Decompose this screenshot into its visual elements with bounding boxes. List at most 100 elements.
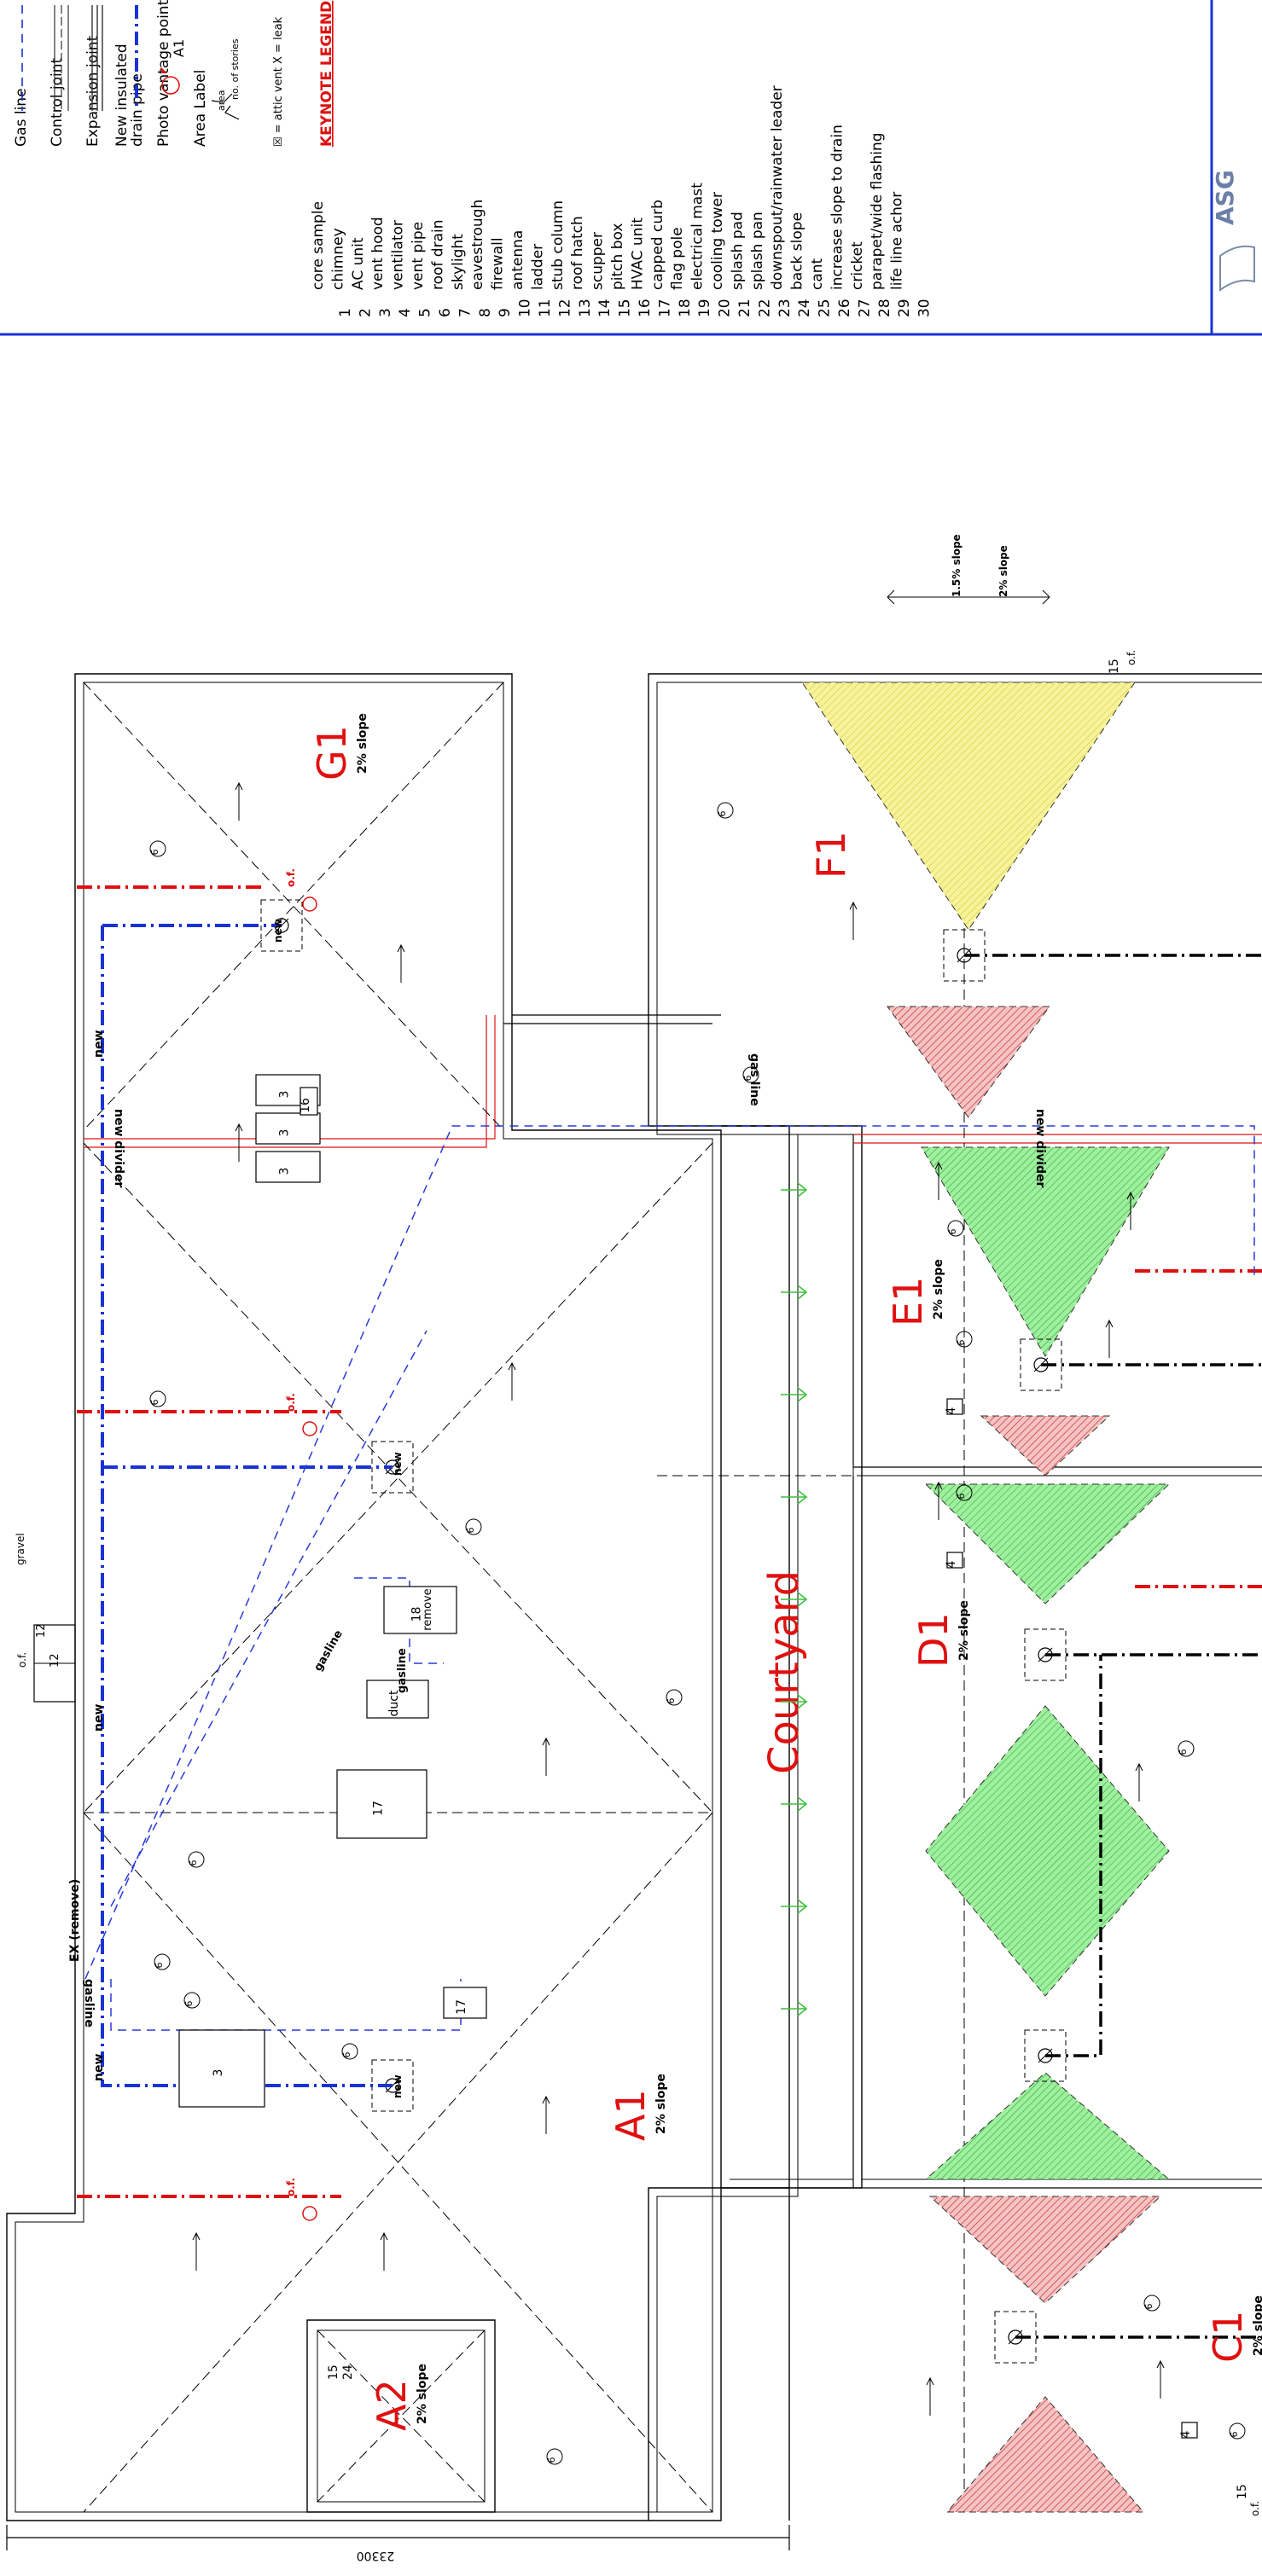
keynote-number-28: 28	[876, 299, 893, 317]
of-new-label-2: o.f.	[285, 2178, 297, 2196]
ladder-12a: 12	[49, 1653, 61, 1668]
keynote-item-25: back slope	[789, 212, 806, 290]
courtyard-slope-arrow	[781, 1285, 808, 1300]
new-divider-label: new divider	[112, 1109, 125, 1188]
of-new-label-1: o.f.	[285, 1393, 297, 1412]
f1-red-triangle	[887, 1006, 1050, 1118]
slope-arrowhead	[1135, 1762, 1143, 1772]
slope-note-arrow	[887, 589, 1050, 605]
new-divider-a	[84, 1015, 496, 1140]
main-drain-pipe	[101, 925, 393, 2087]
legend-drain-line2: drain pipe	[129, 73, 146, 147]
slope-arrowhead	[542, 2095, 550, 2104]
hvac-3a-label: 3	[278, 1091, 292, 1099]
hvac-17b	[443, 1987, 487, 2019]
c1-red-top	[928, 2196, 1162, 2304]
new-divider-label-right: new divider	[1033, 1109, 1047, 1188]
keynote-number-26: 26	[836, 299, 853, 317]
keynote-number-14: 14	[596, 299, 614, 317]
legend-area-example-sub1: area	[216, 90, 227, 111]
slope-arrowhead	[235, 781, 243, 791]
keynote-number-23: 23	[776, 299, 794, 317]
keynote-item-18: capped curb	[649, 200, 666, 290]
keynote-number-20: 20	[717, 299, 734, 317]
keynote-number-1: 1	[337, 308, 354, 317]
hvac-3c	[255, 1151, 321, 1183]
g1-box	[260, 899, 303, 952]
slope-arrowhead	[380, 2231, 388, 2241]
legend-drain-line1: New insulated	[113, 44, 131, 147]
vent-pipe-icon	[666, 1689, 683, 1706]
slope-arrowhead	[1126, 1191, 1135, 1200]
e1-green-triangle	[921, 1146, 1170, 1357]
vent-hood-4b-label: 4	[945, 1407, 958, 1414]
vent-pipe-icon	[546, 2448, 563, 2465]
new-label-drain: new	[272, 919, 284, 943]
vent-pipe-number: 6	[1229, 2432, 1240, 2438]
gasline-label-c: gasline	[396, 1648, 409, 1693]
keynote-item-15: scupper	[590, 232, 607, 290]
f1-box	[943, 929, 986, 982]
legend-area-example-sub2: no. of stories	[230, 38, 241, 100]
a1-top-box	[371, 1441, 414, 1494]
vent-pipe-icon	[465, 1518, 482, 1535]
slope-arrowhead	[397, 943, 405, 953]
keynote-item-7: roof drain	[429, 219, 446, 290]
vent-pipe-number: 6	[947, 1229, 958, 1235]
d1-box	[1024, 1628, 1067, 1681]
slope-arrowhead	[849, 901, 858, 910]
new-divider-right	[853, 1134, 1262, 1144]
hvac-3b-label: 3	[278, 1129, 292, 1137]
keynote-item-22: splash pad	[729, 212, 746, 290]
of-new-label-0: o.f.	[285, 868, 297, 887]
courtyard-label: Courtyard	[760, 1570, 808, 1774]
legend-panel: Gas line Control joint Expansion joint N…	[0, 0, 1262, 336]
legend-area-label: Area Label	[192, 70, 209, 147]
keynote-item-21: cooling tower	[709, 192, 726, 290]
right-building-wall-outer	[648, 673, 1262, 2521]
vent-pipe-icon	[947, 1220, 964, 1237]
gas-line-main	[84, 1125, 1255, 1980]
keynote-item-19: flag pole	[669, 227, 686, 290]
vent-pipe-number: 6	[546, 2457, 557, 2463]
vent-pipe-icon	[183, 1992, 201, 2009]
capped-curb-18-label: 18	[410, 1607, 424, 1622]
left-building-wall-inner	[15, 682, 713, 2513]
slope-arrowhead	[1156, 2359, 1165, 2369]
area-a2-box-outer	[306, 2319, 496, 2513]
keynote-number-15: 15	[617, 299, 634, 317]
vent-pipe-icon	[717, 802, 734, 819]
keynote-number-10: 10	[517, 299, 534, 317]
slope-arrowhead	[1105, 1319, 1114, 1328]
c1-red-bottom	[945, 2396, 1145, 2513]
courtyard-slope-arrow	[781, 1899, 808, 1914]
slope-arrowhead	[508, 1361, 516, 1371]
e1-box	[1020, 1338, 1062, 1391]
photo-point-icon	[302, 1421, 317, 1436]
legend-photo-sample	[160, 67, 180, 95]
a2-hip	[317, 2329, 486, 2503]
vent-pipe-icon	[1178, 1740, 1195, 1757]
keynote-item-3: AC unit	[350, 237, 367, 290]
area-a2-code: A2	[369, 2379, 415, 2431]
gasline-label-a: gasline	[82, 1979, 96, 2028]
keynote-number-6: 6	[437, 308, 454, 317]
vent-pipe-number: 6	[341, 2052, 352, 2058]
slope-note-a: 1.5% slope	[951, 534, 962, 597]
photo-point-icon	[302, 2206, 317, 2221]
legend-samples	[21, 5, 240, 120]
new-label-drain2: new	[392, 1452, 404, 1476]
keynote-item-4: vent hood	[369, 217, 387, 290]
e1-divider	[852, 1134, 1262, 1468]
vent-pipe-number: 6	[956, 1494, 967, 1500]
ladder-12b: 12	[35, 1623, 48, 1638]
duct-box-label: duct	[387, 1690, 401, 1716]
keynote-item-6: vent pipe	[410, 222, 427, 290]
ac-unit-3-label: 3	[212, 2069, 225, 2077]
scupper-15b: 15	[1236, 2484, 1249, 2499]
vent-pipe-number: 6	[1143, 2304, 1154, 2310]
of-label-ladder: o.f.	[16, 1652, 28, 1668]
scupper-15a: 15	[1108, 659, 1121, 674]
new-divider-b	[84, 1015, 487, 1148]
